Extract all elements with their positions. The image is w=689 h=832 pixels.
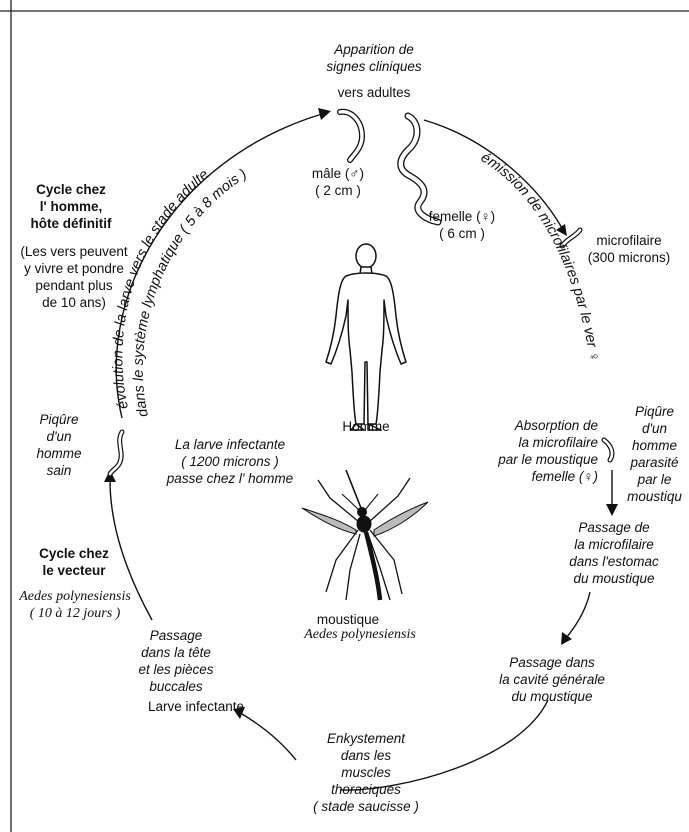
cycle-arrow-top-left (115, 113, 323, 419)
head-passage-label: Passage dans la tête et les pièces bucca… (138, 628, 214, 694)
microfilaria-label: microfilaire (300 microns) (587, 233, 671, 265)
larva-icon (108, 430, 124, 476)
stomach-passage-label: Passage de la microfilaire dans l'estoma… (569, 520, 659, 586)
encystment-label: Enkystement dans les muscles thoraciques… (313, 731, 419, 814)
vector-cycle-duration: Aedes polynesiensis ( 10 à 12 jours ) (19, 589, 131, 621)
male-worm-label: mâle (♂) ( 2 cm ) (311, 166, 365, 198)
mosquito-species-label: Aedes polynesiensis (304, 627, 416, 642)
vector-cycle-title: Cycle chez le vecteur (39, 546, 109, 578)
cycle-arrow-bottom (339, 699, 549, 791)
arrowhead-icon (318, 108, 331, 120)
male-worm-icon (337, 108, 366, 163)
clinical-signs-label: Apparition de signes cliniques (326, 42, 422, 74)
mosquito-icon (301, 469, 429, 601)
female-worm-icon (398, 113, 441, 225)
body-cavity-passage-label: Passage dans la cavité générale du moust… (499, 655, 605, 704)
human-cycle-description: (Les vers peuvent y vivre et pondre pend… (20, 244, 128, 310)
healthy-human-bite-label: Piqûre d'un homme sain (36, 412, 82, 478)
human-cycle-title: Cycle chez l' homme, hôte définitif (30, 182, 112, 231)
arrowhead-icon (556, 224, 567, 236)
cycle-arrow-right-lower (565, 591, 591, 639)
human-label: Homme (342, 419, 390, 434)
infective-larva-label: Larve infectante (147, 699, 245, 714)
adult-worms-label: vers adultes (337, 85, 411, 100)
mosquito-label: moustique (316, 612, 380, 627)
infective-larva-transfer-label: La larve infectante ( 1200 microns ) pas… (166, 437, 294, 486)
cycle-arrow-bottom-left (241, 713, 297, 761)
female-worm-label: femelle (♀) ( 6 cm ) (428, 209, 496, 241)
absorption-label: Absorption de la microfilaire par le mou… (498, 418, 598, 484)
arrowhead-icon (606, 504, 618, 516)
evolution-curve-label-2: dans le système lymphatique ( 5 à 8 mois… (131, 166, 250, 418)
arrowhead-icon (233, 707, 245, 719)
microfilaria-icon (560, 228, 582, 248)
human-figure-icon (325, 243, 407, 431)
cycle-arrow-left (109, 479, 153, 621)
male-worm-icon (338, 110, 364, 162)
microfilaria-icon (602, 438, 614, 462)
arrowhead-icon (561, 632, 572, 645)
cycle-arrow-top-right (423, 119, 563, 229)
infected-human-bite-label: Piqûre d'un homme parasité par le mousti… (627, 404, 682, 504)
